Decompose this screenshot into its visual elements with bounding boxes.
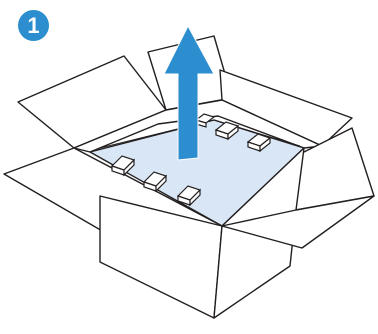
lift-arrow-icon <box>163 24 215 161</box>
foam-bump <box>110 155 136 177</box>
foam-bump <box>142 171 168 193</box>
foam-bump <box>246 133 272 153</box>
box-lower-right-flap <box>221 195 375 249</box>
foam-bump <box>214 121 240 141</box>
box-left-flap <box>17 55 167 149</box>
step-number-badge: 1 <box>18 10 49 41</box>
foam-bump <box>176 185 202 207</box>
